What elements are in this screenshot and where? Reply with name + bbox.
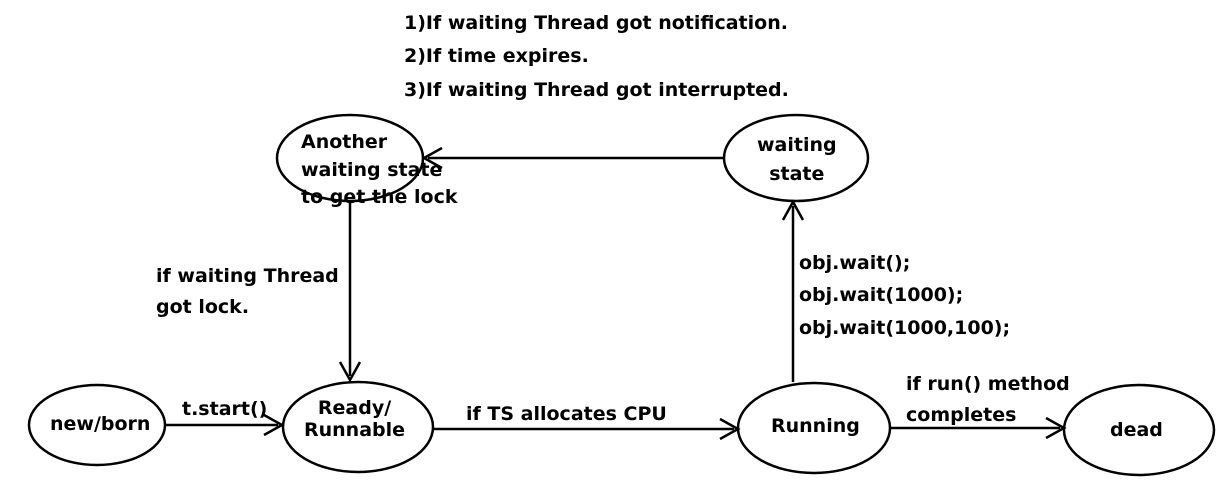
wait-arrow-head — [781, 199, 805, 221]
running-state-label: Running — [771, 415, 860, 437]
another-label-line-3: to get the lock — [301, 186, 458, 209]
waiting-label-line-2: state — [769, 163, 825, 186]
wait-call-2: obj.wait(1000); — [799, 284, 964, 307]
complete-label-line-2: completes — [906, 404, 1017, 427]
cpu-transition-label: if TS allocates CPU — [466, 403, 667, 425]
condition-notification: 1)If waiting Thread got notification. — [404, 12, 788, 34]
start-transition-label: t.start() — [182, 398, 268, 420]
dead-state-label: dead — [1110, 419, 1163, 441]
cpu-arrow-head — [719, 417, 741, 441]
start-arrow-head — [263, 413, 285, 437]
lock-label-line-1: if waiting Thread — [156, 265, 339, 287]
ready-label-line-1: Ready/ — [317, 397, 392, 419]
lock-label-line-2: got lock. — [156, 296, 250, 319]
condition-interrupted: 3)If waiting Thread got interrupted. — [404, 78, 789, 101]
another-waiting-state-label: Another waiting state to get the lock — [301, 129, 458, 212]
waiting-label-line-1: waiting — [757, 134, 837, 156]
ready-state-label: Ready/ Runnable — [304, 397, 406, 442]
notify-arrow-head — [421, 146, 443, 170]
release-conditions: 1)If waiting Thread got notification. 2)… — [404, 7, 789, 107]
new-born-state-label: new/born — [50, 413, 151, 435]
ready-label-line-2: Runnable — [304, 418, 406, 441]
new-born-state-shape — [27, 383, 167, 467]
wait-transition-label: obj.wait(); obj.wait(1000); obj.wait(100… — [799, 247, 1010, 344]
wait-call-3: obj.wait(1000,100); — [799, 316, 1011, 339]
complete-transition-label: if run() method completes — [906, 369, 1070, 432]
waiting-state-label: waiting state — [757, 131, 837, 190]
another-label-line-1: Another — [301, 131, 388, 153]
another-label-line-2: waiting state — [301, 158, 443, 181]
dead-state-shape — [1062, 383, 1216, 477]
condition-time-expires: 2)If time expires. — [404, 45, 589, 68]
ready-state-shape — [281, 380, 435, 474]
wait-call-1: obj.wait(); — [799, 252, 911, 274]
complete-label-line-1: if run() method — [906, 373, 1070, 395]
complete-arrow-head — [1045, 416, 1067, 440]
lock-arrow-head — [338, 361, 362, 383]
lock-transition-label: if waiting Thread got lock. — [156, 261, 339, 324]
